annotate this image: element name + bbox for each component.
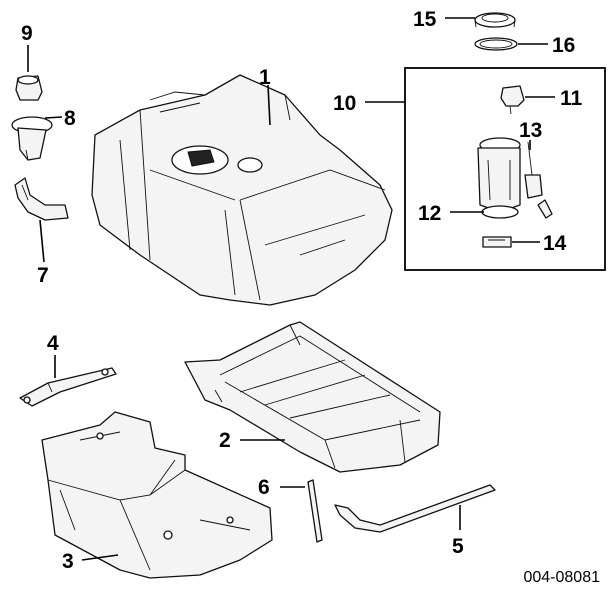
callout-11: 11	[560, 87, 583, 110]
leader-lines	[27, 17, 555, 561]
filler-hose	[14, 177, 69, 221]
callout-4: 4	[47, 332, 59, 355]
strap-bolt-rod	[307, 479, 323, 543]
callout-15: 15	[413, 8, 437, 31]
callout-8: 8	[64, 107, 76, 130]
diagram-reference-code: 004-08081	[523, 569, 600, 586]
callout-3: 3	[62, 550, 74, 573]
fuel-level-sender	[524, 141, 553, 219]
callout-1: 1	[259, 66, 271, 89]
tank-seal-gasket	[474, 37, 518, 51]
lower-fuel-tank-shield	[41, 411, 273, 579]
callout-9: 9	[21, 22, 33, 45]
tank-strap-bracket	[19, 367, 117, 407]
callout-6: 6	[258, 476, 270, 499]
filler-neck	[11, 116, 53, 161]
callout-5: 5	[452, 535, 464, 558]
callout-2: 2	[219, 429, 231, 452]
callout-12: 12	[418, 202, 441, 225]
fuel-filter-strainer	[482, 236, 512, 248]
tank-strap	[334, 484, 496, 533]
fuel-pump-module	[477, 137, 521, 219]
fuel-pump-module-group-box	[404, 67, 606, 271]
check-valve	[500, 85, 525, 115]
callout-14: 14	[543, 232, 567, 255]
callout-7: 7	[37, 264, 49, 287]
callout-16: 16	[552, 34, 575, 57]
fuel-tank	[91, 74, 393, 306]
callout-12-13: 13	[519, 119, 542, 142]
skid-plate-tray	[184, 321, 441, 473]
lock-ring	[474, 12, 516, 28]
fuel-cap	[15, 75, 43, 101]
callout-labels: 1 2 3 4 5 6 7 8 9 10 11 13 12 14 15 16	[21, 8, 583, 573]
callout-10: 10	[333, 92, 356, 115]
